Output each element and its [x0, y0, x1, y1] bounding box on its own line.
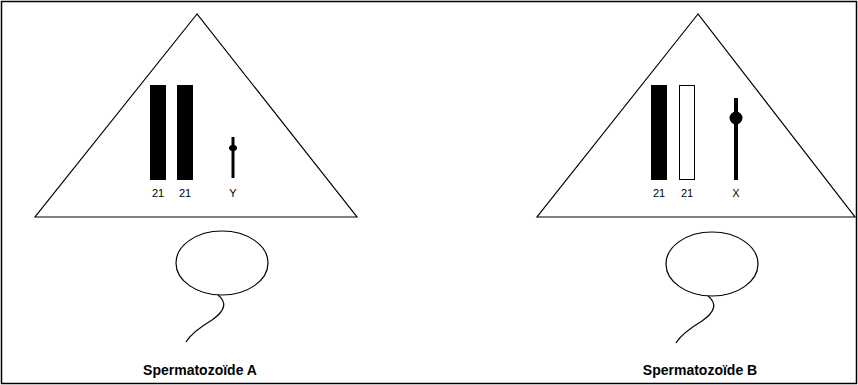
sperm-head: 21 21 X: [537, 14, 855, 217]
sex-chromosome-label: Y: [229, 188, 236, 199]
flagellum: [186, 295, 224, 342]
figure-caption: Spermatozoïde A: [143, 362, 257, 378]
head-outline: [35, 14, 357, 217]
sex-chromosome-label: X: [732, 188, 739, 199]
chromosome-21: [651, 85, 667, 180]
sperm-head: 21 21 Y: [35, 14, 357, 217]
chromosome-21-white: [680, 86, 695, 180]
chromosome-y: [232, 137, 235, 178]
flagellum-loop: [176, 231, 268, 295]
chromosome-number: 21: [152, 188, 164, 199]
chromosome-number: 21: [681, 188, 693, 199]
flagellum-loop: [666, 232, 758, 296]
chromosome-21: [177, 85, 193, 180]
chromosome-21: [150, 85, 166, 180]
head-outline: [537, 14, 855, 217]
triangle-head: [35, 14, 357, 217]
chromosome-number: 21: [653, 188, 665, 199]
centromere: [229, 145, 237, 151]
chromosome-number: 21: [179, 188, 191, 199]
triangle-head: [537, 14, 855, 217]
flagellum: [676, 296, 714, 343]
chromosome-x: [734, 98, 738, 180]
figure-caption: Spermatozoïde B: [643, 362, 757, 378]
centromere: [730, 112, 743, 125]
